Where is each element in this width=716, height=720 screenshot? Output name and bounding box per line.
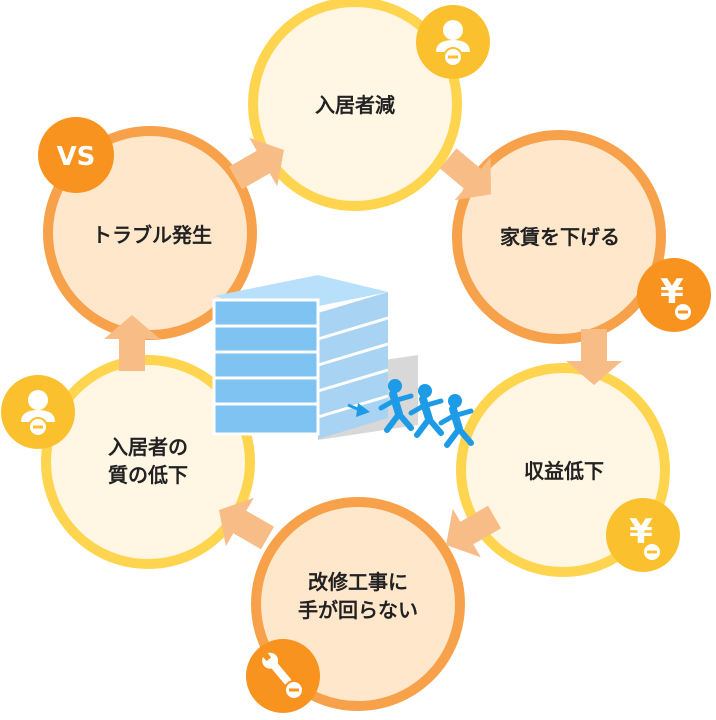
node-circle-lower-rent [452, 130, 666, 344]
label-trouble: トラブル発生 [92, 223, 212, 247]
exit-arrow-icon [347, 403, 370, 417]
yen-minus-badge: ¥ [637, 258, 711, 332]
label-residents-decrease: 入居者減 [315, 93, 395, 117]
node-circle-residents-decrease [248, 0, 462, 211]
label-no-renovation: 改修工事に手が回らない [298, 570, 418, 622]
label-lower-rent: 家賃を下げる [500, 225, 620, 249]
vs-badge-text: VS [57, 142, 96, 172]
label-resident-quality-drop: 入居者の質の低下 [108, 435, 188, 487]
badges: VS ¥ ¥ [1, 5, 711, 713]
vs-badge: VS [38, 117, 114, 193]
yen-minus-badge: ¥ [606, 498, 680, 572]
person-minus-icon [1, 375, 75, 449]
node-circle-resident-quality-drop [41, 355, 255, 569]
label-revenue-drop: 収益低下 [524, 459, 604, 483]
wrench-minus-icon [246, 639, 320, 713]
people-leaving-icon [378, 379, 474, 448]
node-labels: 入居者減 家賃を下げる 収益低下 改修工事に手が回らない 入居者の質の低下 トラ… [92, 93, 620, 622]
apartment-building-icon [212, 275, 418, 440]
person-minus-icon [416, 5, 490, 79]
